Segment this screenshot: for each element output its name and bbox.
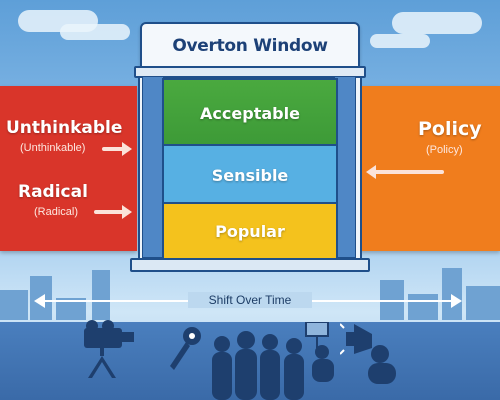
unthinkable-sublabel: (Unthinkable) [20, 142, 86, 154]
diagram-title: Overton Window [172, 36, 328, 56]
radical-label: Radical [18, 182, 88, 202]
window-pillar-left [142, 76, 164, 258]
city-skyline [0, 262, 500, 320]
left-panel: Unthinkable (Unthinkable) Radical (Radic… [0, 86, 137, 251]
cloud [392, 12, 482, 34]
zone-sensible: Sensible [162, 144, 338, 204]
zone-sensible-label: Sensible [211, 165, 289, 185]
policy-sublabel: (Policy) [426, 144, 463, 156]
window-header-base [134, 66, 366, 78]
window-sill [130, 258, 370, 272]
right-panel: Policy (Policy) [358, 86, 500, 251]
arrow-left-icon [366, 165, 444, 179]
arrow-right-icon [94, 205, 132, 219]
zone-acceptable: Acceptable [162, 78, 338, 146]
arrow-right-icon [102, 142, 132, 156]
video-camera-icon [84, 320, 134, 378]
crowd-icon [212, 331, 304, 400]
cloud [370, 34, 430, 48]
radical-sublabel: (Radical) [34, 206, 79, 218]
unthinkable-label: Unthinkable [6, 118, 123, 138]
microphone-icon [170, 327, 201, 370]
megaphone-icon [340, 323, 396, 384]
zone-acceptable-label: Acceptable [200, 103, 300, 123]
shift-label: Shift Over Time [188, 292, 312, 308]
cloud [60, 24, 130, 40]
policy-label: Policy [418, 118, 482, 140]
zone-popular: Popular [162, 202, 338, 260]
window-header: Overton Window [140, 22, 360, 72]
zone-popular-label: Popular [215, 221, 285, 241]
protester-icon [305, 322, 334, 382]
